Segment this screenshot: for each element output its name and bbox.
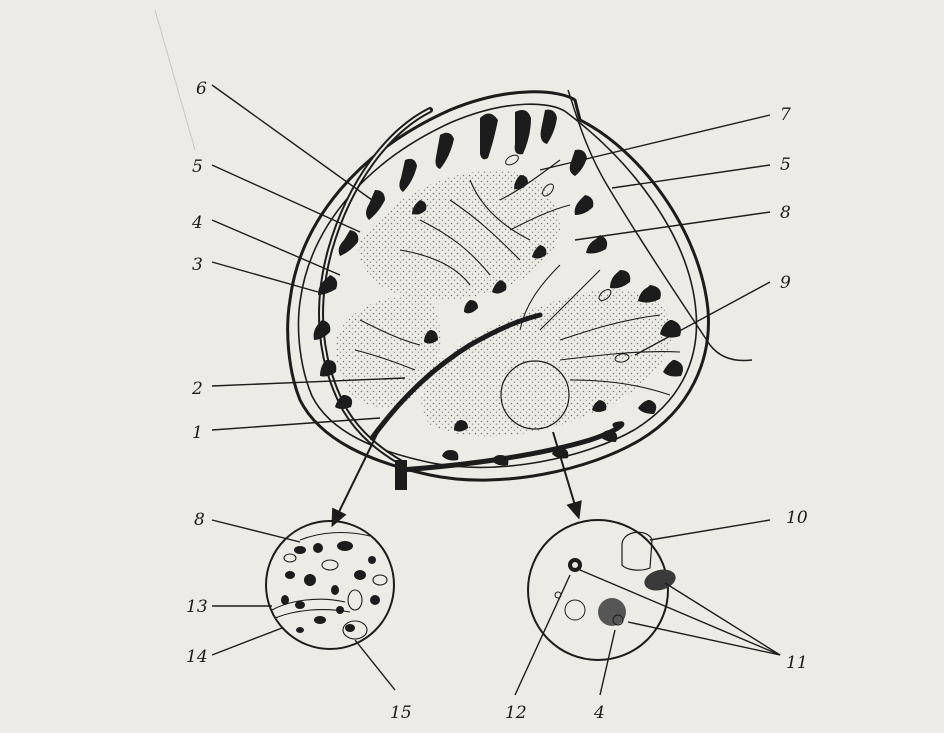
- label-1: 1: [192, 423, 203, 443]
- label-7: 7: [780, 105, 791, 125]
- label-13: 13: [186, 597, 208, 617]
- label-15: 15: [390, 703, 412, 723]
- label-8-detail: 8: [194, 510, 205, 530]
- label-12: 12: [505, 703, 527, 723]
- label-3: 3: [192, 255, 203, 275]
- label-6: 6: [196, 79, 207, 99]
- label-5-right: 5: [780, 155, 791, 175]
- label-11: 11: [786, 653, 808, 673]
- label-9: 9: [780, 273, 791, 293]
- label-2: 2: [191, 379, 203, 399]
- label-4: 4: [191, 213, 203, 233]
- label-4-detail: 4: [593, 703, 605, 723]
- label-5-left: 5: [192, 157, 203, 177]
- hilus-vessel: [395, 460, 407, 490]
- label-10: 10: [786, 508, 808, 528]
- label-8: 8: [780, 203, 791, 223]
- label-14: 14: [186, 647, 208, 667]
